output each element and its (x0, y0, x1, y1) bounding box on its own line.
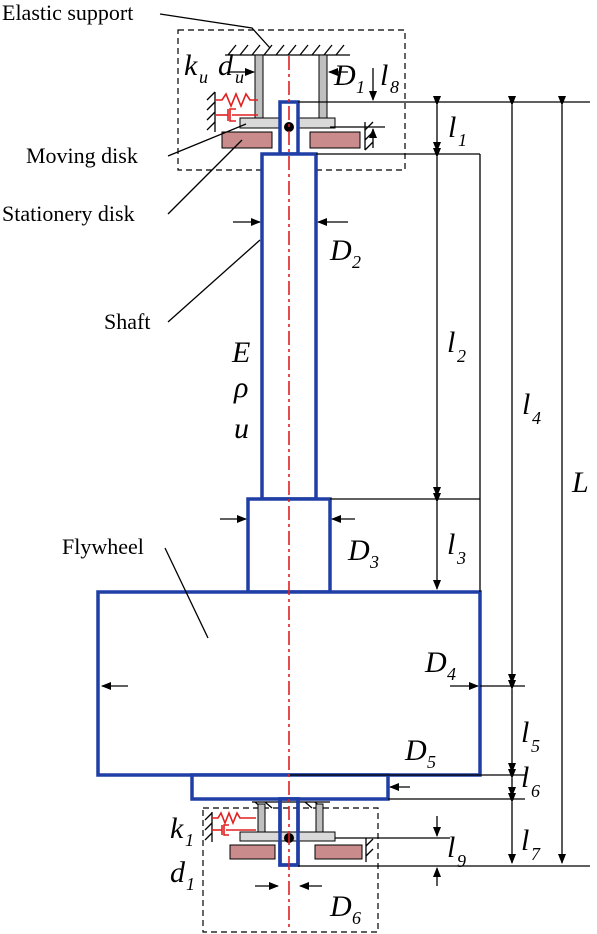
symbol-rho: ρ (233, 371, 248, 404)
subscript-ku: u (199, 67, 208, 87)
leader-stationary-disk (167, 139, 243, 215)
leader-moving-disk (167, 123, 247, 157)
top-ground-hatch (227, 44, 345, 56)
subscript-l8: 8 (390, 77, 399, 97)
subscript-l7: 7 (531, 844, 541, 864)
subscript-D5: 5 (427, 752, 436, 772)
subscript-l1: 1 (458, 130, 467, 150)
symbol-E: E (231, 336, 250, 369)
top-stationary-disk-left (221, 131, 273, 149)
symbol-k1: k (170, 812, 184, 845)
top-damper (215, 108, 258, 122)
label-flywheel: Flywheel (62, 534, 144, 559)
symbol-l4: l (522, 388, 530, 421)
symbol-D6: D (329, 890, 352, 923)
symbol-D4: D (424, 646, 447, 679)
symbol-L: L (571, 466, 589, 499)
symbol-l3: l (447, 528, 455, 561)
subscript-D6: 6 (352, 908, 361, 928)
subscript-du: u (235, 67, 244, 87)
symbol-d1: d (170, 856, 186, 889)
bottom-bearing-box (202, 807, 379, 933)
subscript-l6: 6 (531, 781, 540, 801)
top-support-leg-left (254, 54, 264, 121)
bottom-left-wall-hatch (204, 812, 213, 841)
bottom-support-leg-right (315, 803, 324, 835)
symbol-D3: D (347, 534, 370, 567)
leader-shaft (167, 239, 261, 323)
subscript-D1: 1 (356, 77, 365, 97)
symbol-u: u (234, 412, 249, 445)
label-moving-disk: Moving disk (26, 143, 138, 168)
subscript-k1: 1 (185, 830, 194, 850)
subscript-D2: 2 (352, 252, 361, 272)
symbol-l7: l (521, 824, 529, 857)
label-shaft: Shaft (104, 309, 150, 334)
symbol-l8: l (380, 59, 388, 92)
symbol-D5: D (404, 734, 427, 767)
leader-flywheel (164, 547, 209, 639)
subscript-D3: 3 (369, 552, 379, 572)
symbol-D1: D (333, 59, 356, 92)
subscript-l4: 4 (532, 408, 541, 428)
subscript-l3: 3 (456, 548, 466, 568)
bottom-right-wall-hatch (365, 838, 374, 857)
label-elastic-support: Elastic support (2, 0, 133, 25)
symbol-l1: l (448, 111, 456, 144)
subscript-l5: 5 (531, 736, 540, 756)
top-pivot (284, 122, 294, 132)
bottom-support-leg-left (257, 803, 266, 835)
subscript-d1: 1 (186, 874, 195, 894)
subscript-D4: 4 (447, 664, 456, 684)
bottom-spring (212, 810, 256, 826)
top-stationary-disk-right (309, 131, 361, 149)
bottom-damper (212, 824, 256, 836)
lower-collar (190, 773, 390, 801)
leader-elastic-support (159, 13, 271, 49)
top-support-leg-right (318, 54, 328, 121)
top-right-wall-hatch (364, 121, 374, 151)
bottom-stationary-disk-left (229, 844, 276, 860)
subscript-l2: 2 (457, 346, 466, 366)
subscript-l9: 9 (457, 851, 466, 871)
label-stationary-disk: Stationery disk (2, 201, 135, 226)
symbol-D2: D (329, 234, 352, 267)
symbol-l2: l (447, 326, 455, 359)
symbol-d: d (218, 49, 234, 82)
symbol-l6: l (521, 761, 529, 794)
symbol-k: k (184, 49, 198, 82)
bottom-stationary-disk-right (314, 844, 363, 860)
symbol-l9: l (447, 831, 455, 864)
top-spring (215, 91, 258, 109)
top-left-wall-hatch (206, 91, 216, 131)
symbol-l5: l (521, 716, 529, 749)
